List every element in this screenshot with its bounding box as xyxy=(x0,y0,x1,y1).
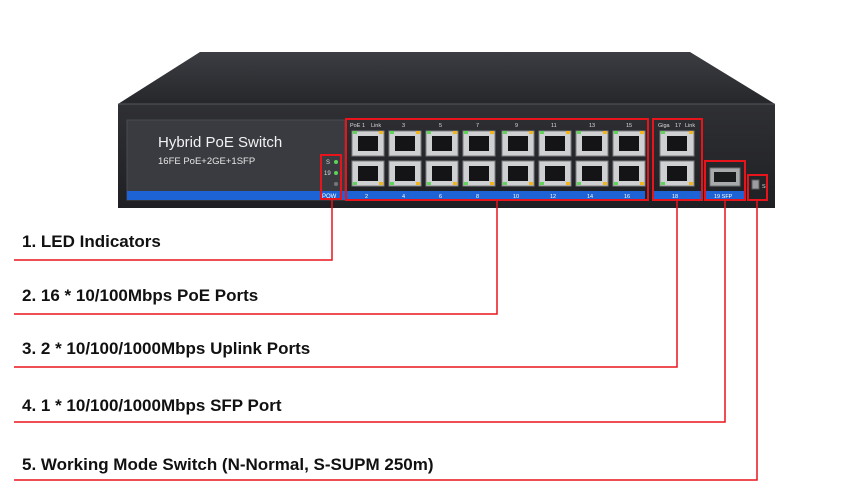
poe-bottom-label: 8 xyxy=(476,194,479,200)
uplink-bottom-label: 18 xyxy=(672,194,678,200)
poe-bottom-label: 12 xyxy=(550,194,556,200)
poe-header-label: Link xyxy=(371,123,381,129)
poe-header-label: 3 xyxy=(402,123,405,129)
led-indicator-group: S 19 POW xyxy=(322,160,338,200)
blue-strip-main xyxy=(127,191,645,200)
poe-bottom-label: 10 xyxy=(513,194,519,200)
poe-port[interactable] xyxy=(462,130,496,157)
poe-port[interactable] xyxy=(612,160,646,187)
poe-header-label: 7 xyxy=(476,123,479,129)
highlight-led xyxy=(320,154,342,200)
blue-strip-uplink xyxy=(654,191,701,200)
poe-header-label: 9 xyxy=(515,123,518,129)
uplink-header-label: Giga xyxy=(658,123,671,129)
callout-sfp-port: 4. 1 * 10/100/1000Mbps SFP Port xyxy=(22,396,282,415)
callout-uplink-ports: 3. 2 * 10/100/1000Mbps Uplink Ports xyxy=(22,339,311,358)
led-s xyxy=(334,160,338,164)
poe-bottom-label: 16 xyxy=(624,194,630,200)
callout-mode-switch: 5. Working Mode Switch (N-Normal, S-SUPM… xyxy=(22,455,434,474)
poe-header-labels: PoE 1 Link 3 5 7 9 11 13 15 xyxy=(350,123,632,129)
poe-header-label: 5 xyxy=(439,123,442,129)
poe-header-label: PoE xyxy=(350,123,361,129)
leader-line-sfp xyxy=(14,200,726,423)
poe-port[interactable] xyxy=(501,130,535,157)
poe-port[interactable] xyxy=(538,160,572,187)
device-title: Hybrid PoE Switch xyxy=(158,134,282,151)
led-19 xyxy=(334,171,338,175)
faceplate-panel xyxy=(126,119,346,201)
poe-bottom-labels: 2 4 6 8 10 12 14 16 xyxy=(365,194,630,200)
poe-bottom-label: 4 xyxy=(402,194,405,200)
poe-port[interactable] xyxy=(351,160,385,187)
poe-port[interactable] xyxy=(612,130,646,157)
leader-line-switch xyxy=(14,200,758,481)
poe-header-label: 11 xyxy=(551,123,557,129)
uplink-header-labels: Giga 17 Link xyxy=(658,123,695,129)
led-label-19: 19 xyxy=(324,171,331,177)
device-subtitle: 16FE PoE+2GE+1SFP xyxy=(158,156,255,167)
poe-header-label: 1 xyxy=(362,123,365,129)
led-label-s: S xyxy=(326,160,330,166)
uplink-header-label: Link xyxy=(685,123,695,129)
poe-bottom-label: 14 xyxy=(587,194,593,200)
leader-line-poe xyxy=(14,200,498,315)
poe-port[interactable] xyxy=(538,130,572,157)
led-label-pow: POW xyxy=(322,194,337,200)
leader-line-led xyxy=(14,199,333,261)
sfp-bottom-label: 19 SFP xyxy=(714,194,733,200)
poe-port[interactable] xyxy=(388,130,422,157)
led-blank xyxy=(334,182,338,186)
poe-port[interactable] xyxy=(501,160,535,187)
callout-led-indicators: 1. LED Indicators xyxy=(22,232,161,251)
uplink-port[interactable] xyxy=(659,130,695,157)
poe-bottom-label: 6 xyxy=(439,194,442,200)
poe-port[interactable] xyxy=(462,160,496,187)
mode-switch[interactable] xyxy=(751,179,760,190)
poe-port-grid xyxy=(351,130,646,187)
mode-switch-label: S xyxy=(762,184,766,190)
poe-port[interactable] xyxy=(425,130,459,157)
poe-bottom-label: 2 xyxy=(365,194,368,200)
chassis-top xyxy=(118,52,775,104)
poe-port[interactable] xyxy=(575,160,609,187)
blue-strip-sfp xyxy=(706,191,744,200)
uplink-port[interactable] xyxy=(659,160,695,187)
poe-port[interactable] xyxy=(388,160,422,187)
poe-port[interactable] xyxy=(575,130,609,157)
poe-header-label: 13 xyxy=(589,123,595,129)
uplink-header-label: 17 xyxy=(675,123,681,129)
poe-port[interactable] xyxy=(351,130,385,157)
callout-poe-ports: 2. 16 * 10/100Mbps PoE Ports xyxy=(22,286,259,305)
poe-header-label: 15 xyxy=(626,123,632,129)
leader-line-uplink xyxy=(14,200,678,368)
sfp-port[interactable] xyxy=(709,167,741,187)
poe-port[interactable] xyxy=(425,160,459,187)
leader-lines xyxy=(14,199,758,481)
